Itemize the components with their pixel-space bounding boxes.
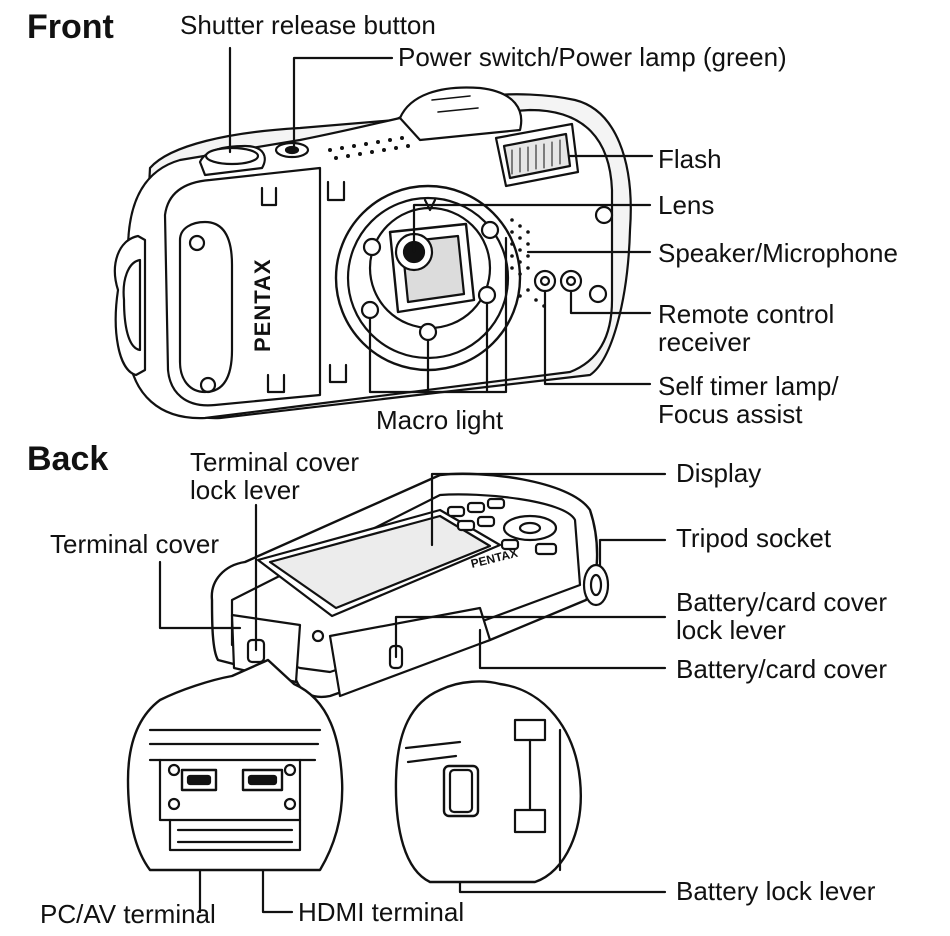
label-remote-control-receiver: Remote control receiver [658, 299, 835, 357]
front-brand-logo: PENTAX [250, 258, 275, 352]
self-timer-lamp-shape [533, 269, 557, 293]
leader-power [292, 56, 394, 150]
label-power-switch: Power switch/Power lamp (green) [398, 42, 787, 72]
macro-light-left-bottom [360, 300, 380, 320]
back-buttons [446, 497, 558, 556]
terminal-cover-shape [230, 613, 302, 684]
label-speaker-microphone: Speaker/Microphone [658, 238, 898, 268]
top-grille-dots [328, 136, 410, 160]
terminal-detail-bubble [126, 658, 344, 872]
label-flash: Flash [658, 144, 722, 174]
back-section-title: Back [27, 440, 109, 478]
label-display: Display [676, 458, 762, 488]
grip-screw-top [188, 234, 206, 252]
leader-macro [368, 236, 508, 394]
front-section-title: Front [27, 8, 114, 46]
label-macro-light: Macro light [376, 405, 504, 435]
leader-battery-cover-lock-lever [394, 615, 667, 659]
label-tripod-socket: Tripod socket [676, 523, 832, 553]
label-self-timer-lamp: Self timer lamp/ Focus assist [658, 371, 839, 429]
front-leader-lines [228, 46, 654, 394]
tripod-socket-shape [582, 563, 610, 607]
grip-screw-bottom [199, 376, 217, 394]
label-hdmi-terminal: HDMI terminal [298, 897, 465, 927]
label-shutter-release-button: Shutter release button [180, 10, 436, 40]
leader-terminal-cover [158, 560, 242, 630]
macro-light-left-top [362, 237, 382, 257]
leader-display [430, 472, 667, 547]
label-terminal-cover-lock-lever: Terminal cover lock lever [190, 447, 360, 505]
leader-remote [569, 289, 652, 315]
back-camera-body: PENTAX [210, 472, 610, 699]
leader-self-timer [543, 289, 652, 386]
label-terminal-cover: Terminal cover [50, 529, 220, 559]
flash-shape [494, 122, 580, 188]
macro-light-right-bottom [477, 285, 497, 305]
label-pc-av-terminal: PC/AV terminal [40, 899, 216, 929]
label-battery-card-cover-lock-lever: Battery/card cover lock lever [676, 587, 887, 645]
label-battery-card-cover: Battery/card cover [676, 654, 887, 684]
leader-tripod [598, 538, 667, 567]
label-battery-lock-lever: Battery lock lever [676, 876, 876, 906]
leader-battery-cover [478, 628, 667, 670]
battery-detail-bubble [394, 680, 582, 884]
leader-lens [412, 203, 652, 254]
label-lens: Lens [658, 190, 715, 220]
lens-assembly [334, 184, 522, 372]
macro-light-bottom [418, 322, 438, 342]
remote-receiver-shape [559, 269, 583, 293]
macro-light-right-top [480, 220, 500, 240]
